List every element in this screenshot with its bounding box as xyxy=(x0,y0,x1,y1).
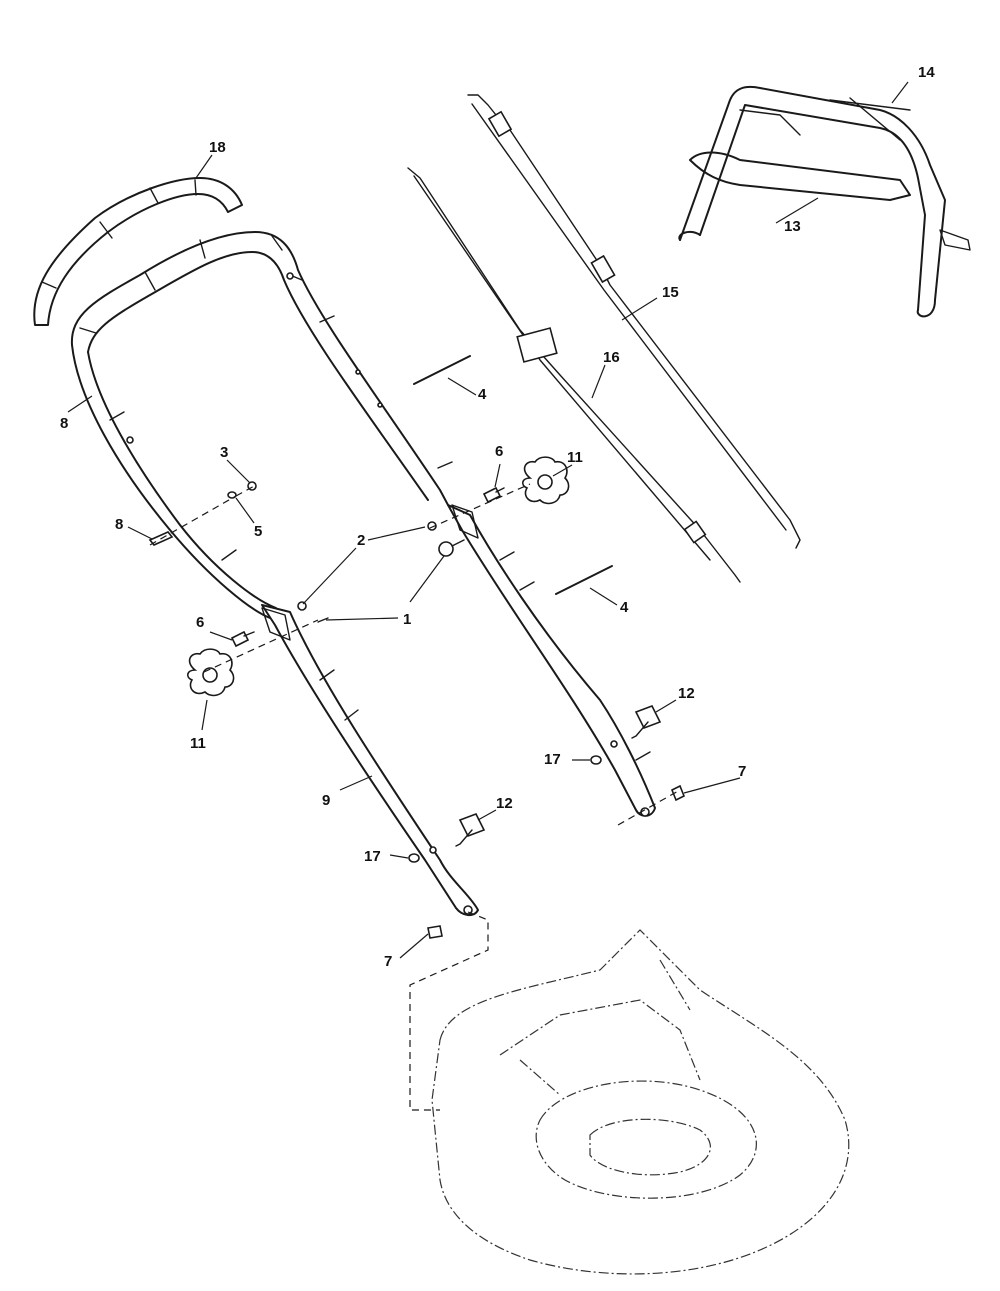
callout-5: 5 xyxy=(254,523,262,540)
callout-2: 2 xyxy=(357,532,365,549)
lower-handle-part-10 xyxy=(261,504,656,916)
callout-13: 13 xyxy=(784,218,801,235)
upper-handle-part-9 xyxy=(70,231,453,619)
carriage-bolt-part-1 xyxy=(438,541,454,557)
callout-10: 9 xyxy=(322,792,330,809)
callout-8: 8 xyxy=(115,516,123,533)
cables-parts-15-16 xyxy=(407,94,801,583)
callout-7-lower: 7 xyxy=(384,953,392,970)
callout-6-left: 6 xyxy=(196,614,204,631)
callout-labels: 18 8 3 5 8 2 1 6 6 11 11 4 4 16 15 14 13… xyxy=(60,64,935,970)
grip-foam-part-18 xyxy=(33,177,243,326)
hardware-parts xyxy=(148,355,686,939)
callout-16: 16 xyxy=(603,349,620,366)
callout-12-upper: 12 xyxy=(678,685,695,702)
callout-9: 8 xyxy=(60,415,68,432)
inset-handle-bail-parts-13-14 xyxy=(678,85,971,318)
callout-11-left: 11 xyxy=(190,735,206,752)
mower-deck-phantom xyxy=(431,929,850,1275)
callout-6-right: 6 xyxy=(495,443,503,460)
callout-17-upper: 17 xyxy=(544,751,561,768)
callout-14: 14 xyxy=(918,64,935,81)
bolt-part-6-left xyxy=(230,630,250,648)
callout-4-lower: 4 xyxy=(620,599,629,616)
knob-part-12-lower xyxy=(458,812,486,838)
callout-3: 3 xyxy=(220,444,228,461)
washer-part-17-lower xyxy=(408,853,420,863)
screw-part-7-upper xyxy=(670,784,686,802)
cable-tie-part-4-upper xyxy=(413,355,471,385)
cable-part-16 xyxy=(407,167,741,583)
screw-part-7-lower xyxy=(427,925,443,939)
callout-7-upper: 7 xyxy=(738,763,746,780)
bolt-part-6-right xyxy=(482,486,502,504)
callout-18: 18 xyxy=(209,139,226,156)
leader-lines xyxy=(67,81,909,1111)
cable-tie-part-4-lower xyxy=(555,565,613,595)
callout-15: 15 xyxy=(662,284,679,301)
washer-part-17-upper xyxy=(590,755,602,765)
callout-17-lower: 17 xyxy=(364,848,381,865)
callout-1: 1 xyxy=(403,611,411,628)
callout-4-upper: 4 xyxy=(478,386,487,403)
cable-part-15 xyxy=(467,94,801,549)
callout-11-right: 11 xyxy=(567,449,583,466)
callout-12-lower: 12 xyxy=(496,795,513,812)
nut-part-2-b xyxy=(297,601,307,611)
knob-part-12-upper xyxy=(634,704,662,730)
